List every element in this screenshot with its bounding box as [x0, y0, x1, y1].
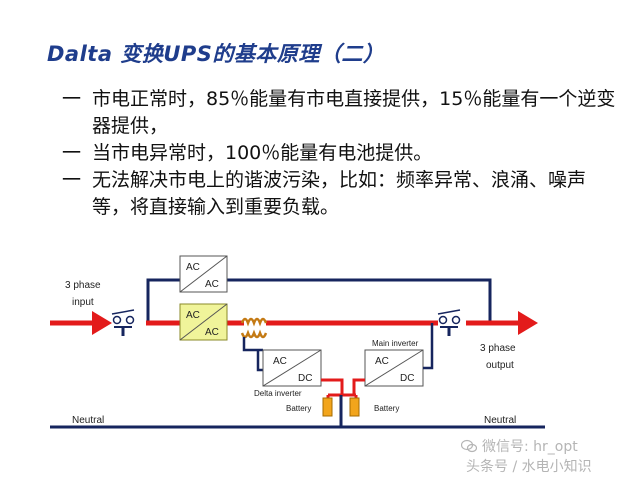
inverter-box-bottom-label: DC	[400, 373, 414, 384]
battery-right-label: Battery	[374, 404, 399, 413]
bullet-text: 市电正常时，85％能量有市电直接提供，15％能量有一个逆变器提供，	[92, 88, 616, 137]
main-inverter-box: AC DC	[364, 349, 424, 387]
output-label: output	[486, 360, 514, 371]
bypass-box-top-label: AC	[186, 262, 200, 273]
inverter-box-top-label: AC	[375, 356, 389, 367]
main-box-top-label: AC	[186, 310, 200, 321]
output-label-phase: 3 phase	[480, 343, 516, 354]
transformer-coil	[240, 317, 268, 372]
watermark-toutiao: 头条号 / 水电小知识	[466, 459, 592, 475]
input-switch	[111, 309, 135, 336]
bullet-item: 一 市电正常时，85％能量有市电直接提供，15％能量有一个逆变器提供，	[62, 86, 622, 140]
main-box-bottom-label: AC	[205, 327, 219, 338]
bypass-box-bottom-label: AC	[205, 279, 219, 290]
dc-bus-left	[321, 378, 344, 395]
bullet-item: 一 当市电异常时，100％能量有电池提供。	[62, 140, 622, 167]
output-arrow	[518, 311, 538, 335]
input-label: input	[72, 297, 94, 308]
delta-box-top-label: AC	[273, 356, 287, 367]
output-switch	[437, 309, 461, 336]
battery-left-label: Battery	[286, 404, 311, 413]
wechat-icon	[460, 438, 478, 453]
bullet-dash: 一	[62, 88, 82, 110]
bypass-wire	[146, 278, 492, 325]
delta-box-bottom-label: DC	[298, 373, 312, 384]
neutral-right-label: Neutral	[484, 415, 516, 426]
bullet-text: 当市电异常时，100％能量有电池提供。	[92, 142, 433, 164]
bullet-dash: 一	[62, 169, 82, 191]
input-arrow	[92, 311, 112, 335]
neutral-left-label: Neutral	[72, 415, 104, 426]
bullet-dash: 一	[62, 142, 82, 164]
main-converter-box: AC AC	[179, 303, 228, 341]
watermark-wechat: 微信号: hr_opt	[482, 439, 578, 455]
input-label-phase: 3 phase	[65, 280, 101, 291]
page-title: Dalta 变换UPS的基本原理（二）	[47, 42, 385, 66]
bullet-text: 无法解决市电上的谐波污染，比如：频率异常、浪涌、噪声等，将直接输入到重要负载。	[92, 169, 587, 218]
dc-bus-right	[352, 378, 365, 395]
bullet-list: 一 市电正常时，85％能量有市电直接提供，15％能量有一个逆变器提供， 一 当市…	[62, 86, 622, 221]
inverter-output-wire	[423, 323, 434, 370]
battery-pack	[322, 395, 360, 427]
bullet-item: 一 无法解决市电上的谐波污染，比如：频率异常、浪涌、噪声等，将直接输入到重要负载…	[62, 167, 622, 221]
delta-inverter-box: AC DC	[262, 349, 322, 387]
bypass-converter-box: AC AC	[179, 255, 228, 293]
main-inverter-label: Main inverter	[372, 339, 419, 348]
delta-inverter-label: Delta inverter	[254, 389, 302, 398]
